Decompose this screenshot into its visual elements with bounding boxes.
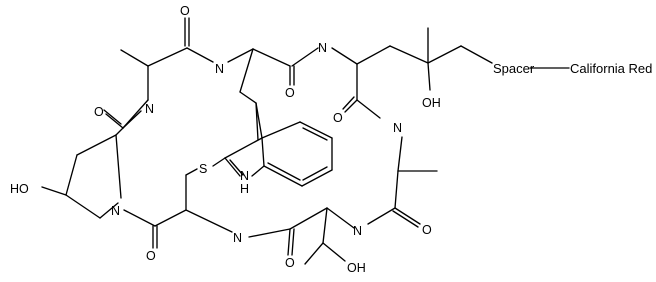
bond	[460, 45, 493, 64]
bond	[322, 242, 346, 262]
bond	[122, 110, 142, 129]
atom-n-bottom-right: N	[353, 224, 362, 238]
conjugate-labels: Spacer California Red	[493, 61, 652, 76]
bond	[41, 186, 67, 196]
bond	[252, 48, 291, 67]
bond	[115, 134, 122, 199]
bond	[186, 47, 214, 63]
dye-label: California Red	[570, 61, 652, 76]
bond	[344, 99, 358, 113]
bond	[239, 48, 254, 93]
bond	[291, 228, 295, 256]
bond	[263, 165, 303, 187]
atom-n-left: N	[145, 102, 154, 116]
atom-nh-indole: N	[240, 169, 249, 183]
bond	[115, 127, 124, 136]
atom-n-top-left: N	[215, 62, 224, 76]
bond	[76, 134, 117, 156]
spacer-label: Spacer	[493, 61, 535, 76]
bonds	[41, 17, 570, 265]
bond	[185, 209, 233, 233]
bond	[392, 210, 419, 228]
bond	[105, 113, 124, 129]
bond	[261, 137, 265, 167]
bond	[99, 202, 119, 219]
atom-o-bottom: O	[285, 256, 295, 270]
bond	[255, 102, 263, 139]
atom-o-right: O	[333, 111, 343, 125]
bond	[394, 170, 399, 209]
bond	[123, 209, 156, 227]
bond	[322, 207, 328, 244]
bond	[227, 48, 254, 63]
bond	[331, 47, 358, 65]
bond	[304, 242, 324, 265]
bond	[342, 96, 355, 110]
bond	[255, 102, 259, 141]
atom-o-left: O	[94, 105, 104, 119]
bond	[356, 45, 391, 65]
bond	[185, 168, 198, 176]
bond	[120, 49, 149, 67]
bond	[394, 207, 421, 225]
atom-n-pro: N	[111, 204, 120, 218]
atom-o-top: O	[180, 4, 190, 18]
bond	[103, 109, 122, 125]
bond	[267, 162, 301, 181]
atom-oh-right: OH	[422, 96, 441, 110]
bond	[389, 45, 429, 64]
atom-n-right: N	[393, 121, 402, 135]
bond	[427, 62, 431, 91]
bond	[229, 159, 244, 176]
bond	[397, 136, 403, 172]
bond	[291, 47, 319, 67]
atom-n-top-mid: N	[318, 41, 327, 55]
bond	[299, 121, 333, 139]
bond	[287, 228, 291, 256]
bond	[251, 165, 265, 177]
bond	[224, 157, 241, 177]
bond	[154, 209, 187, 227]
bond	[289, 207, 328, 230]
atom-s: S	[199, 162, 207, 176]
atom-ho-left: HO	[10, 182, 29, 196]
bond	[367, 207, 396, 225]
bond	[301, 169, 333, 187]
bond	[212, 157, 226, 167]
atom-o-amide-top: O	[285, 86, 295, 100]
bond	[147, 47, 188, 67]
bond	[65, 154, 78, 196]
atom-o-bottom-left: O	[146, 249, 156, 263]
atom-labels: O N N O N O OH O N S N H HO N O N O N O …	[10, 4, 441, 275]
bond	[239, 91, 257, 104]
atom-o-bottom-right: O	[422, 223, 432, 237]
bond	[356, 99, 381, 119]
bond	[302, 166, 328, 181]
bond	[248, 228, 291, 238]
bond	[224, 137, 263, 159]
bond	[326, 207, 355, 229]
atom-h-indole: H	[240, 182, 249, 196]
bond	[65, 194, 101, 219]
bond	[427, 45, 462, 64]
bond	[261, 121, 301, 139]
bond	[302, 127, 328, 141]
atom-n-bottom-mid: N	[233, 231, 242, 245]
atom-oh-bottom: OH	[347, 261, 366, 275]
